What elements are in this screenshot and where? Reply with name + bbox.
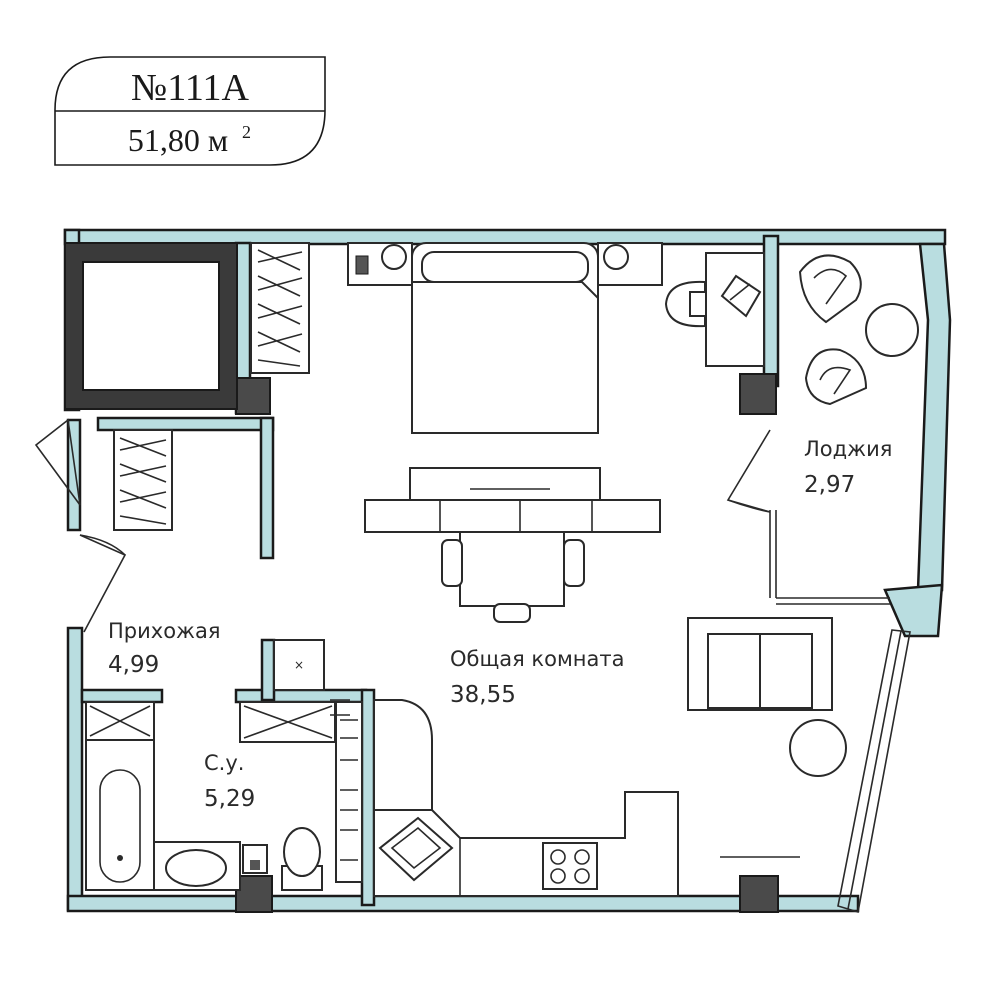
chair-icon xyxy=(664,280,706,328)
column-icon xyxy=(739,875,779,913)
room-name-living: Общая комната xyxy=(450,647,625,671)
loggia-wall xyxy=(762,234,780,388)
room-name-hallway: Прихожая xyxy=(108,619,220,643)
stove-icon xyxy=(542,842,598,890)
bath-partition-vertical xyxy=(360,688,376,907)
shaft-block xyxy=(64,242,238,410)
wardrobe-icon xyxy=(113,242,310,531)
apartment-number: №111А xyxy=(131,67,249,109)
column-icon xyxy=(235,875,273,913)
left-wall-lower xyxy=(66,626,84,912)
apartment-badge: №111А 51,80 м 2 xyxy=(54,56,326,166)
kitchen xyxy=(373,699,679,897)
apartment-area-superscript: 2 xyxy=(242,122,251,142)
window-icon xyxy=(837,629,911,914)
room-name-loggia: Лоджия xyxy=(804,437,892,461)
tv-unit xyxy=(364,467,661,533)
room-area-hallway: 4,99 xyxy=(108,652,159,678)
left-wall-door-jamb xyxy=(66,418,82,532)
bathtub-icon xyxy=(85,739,155,891)
table-icon xyxy=(441,531,585,623)
column-icon xyxy=(739,373,777,415)
room-area-bathroom: 5,29 xyxy=(204,786,255,812)
svg-text:×: × xyxy=(294,658,304,672)
sink-icon xyxy=(378,816,454,882)
door-icon xyxy=(34,418,127,633)
sofa-icon xyxy=(687,617,833,711)
sink-icon xyxy=(165,849,227,887)
room-area-living: 38,55 xyxy=(450,682,516,708)
nightstands xyxy=(347,242,663,286)
toilet-icon xyxy=(281,827,323,891)
column-icon xyxy=(235,377,271,415)
round-table-icon xyxy=(789,303,919,777)
room-area-loggia: 2,97 xyxy=(804,472,855,498)
bathroom: × xyxy=(85,639,363,891)
bath-partition-left xyxy=(80,688,164,704)
hall-partition-right xyxy=(259,416,275,560)
room-labels: Прихожая 4,99 С.у. 5,29 Общая комната 38… xyxy=(108,437,892,812)
loggia-corner xyxy=(883,583,944,638)
armchair-icon xyxy=(798,254,868,406)
door-icon xyxy=(726,429,771,513)
hall-partition-top xyxy=(96,416,275,432)
windows xyxy=(769,510,911,914)
apartment-area: 51,80 м xyxy=(128,122,228,158)
bed-icon xyxy=(411,242,599,434)
bath-door-jamb xyxy=(260,638,276,702)
loggia-outer-wall xyxy=(916,242,952,592)
top-wall xyxy=(63,228,947,246)
desk-icon xyxy=(705,252,765,367)
room-name-bathroom: С.у. xyxy=(204,751,244,775)
columns xyxy=(235,373,779,913)
